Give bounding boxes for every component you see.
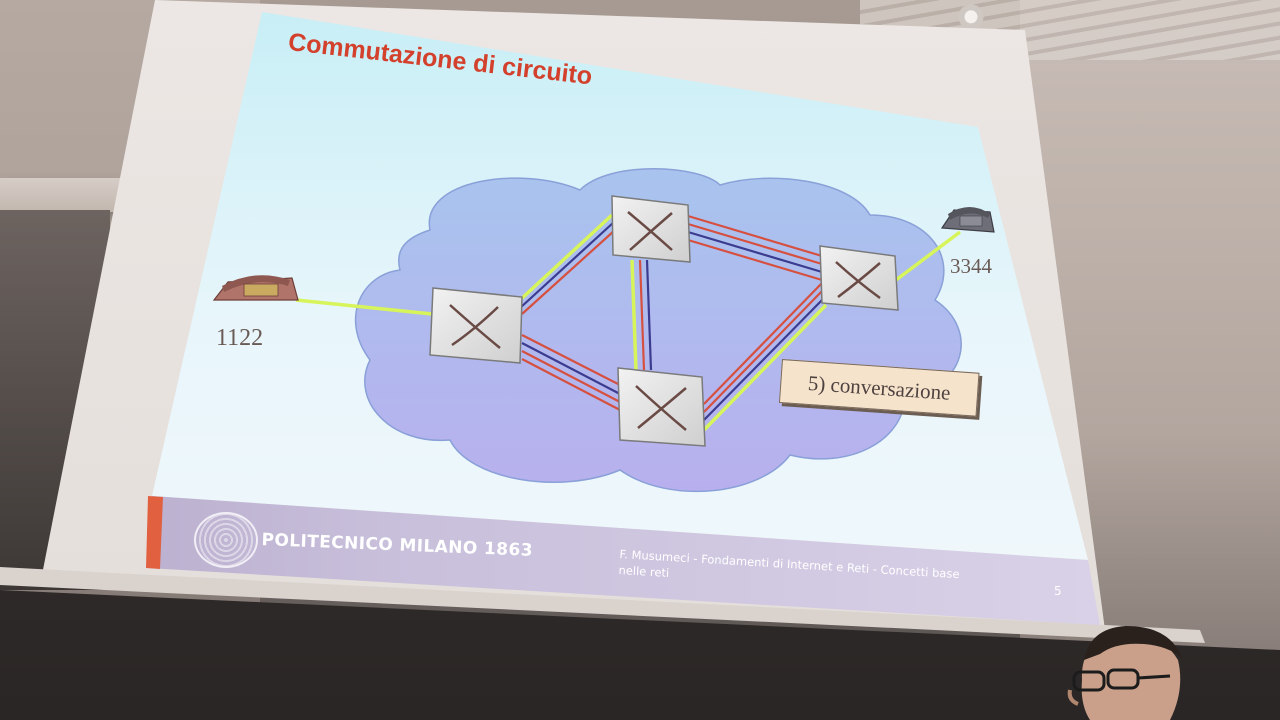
projector-mount-icon	[957, 0, 985, 28]
glasses-icon	[1072, 668, 1171, 692]
wall-ledge	[0, 178, 120, 212]
presenter	[1067, 626, 1182, 720]
page-number: 5	[1054, 584, 1062, 598]
network-cloud	[354, 168, 962, 493]
switch-top	[611, 195, 691, 263]
circuit-links	[295, 213, 962, 432]
phone-number-right: 3344	[950, 254, 992, 278]
switch-left	[429, 287, 523, 364]
switch-right	[819, 245, 899, 311]
telephone-icon	[212, 275, 299, 301]
telephone-icon	[940, 207, 995, 233]
phone-number-left: 1122	[216, 325, 264, 351]
logo-seal-icon	[194, 512, 258, 568]
switch-bottom	[617, 367, 706, 447]
